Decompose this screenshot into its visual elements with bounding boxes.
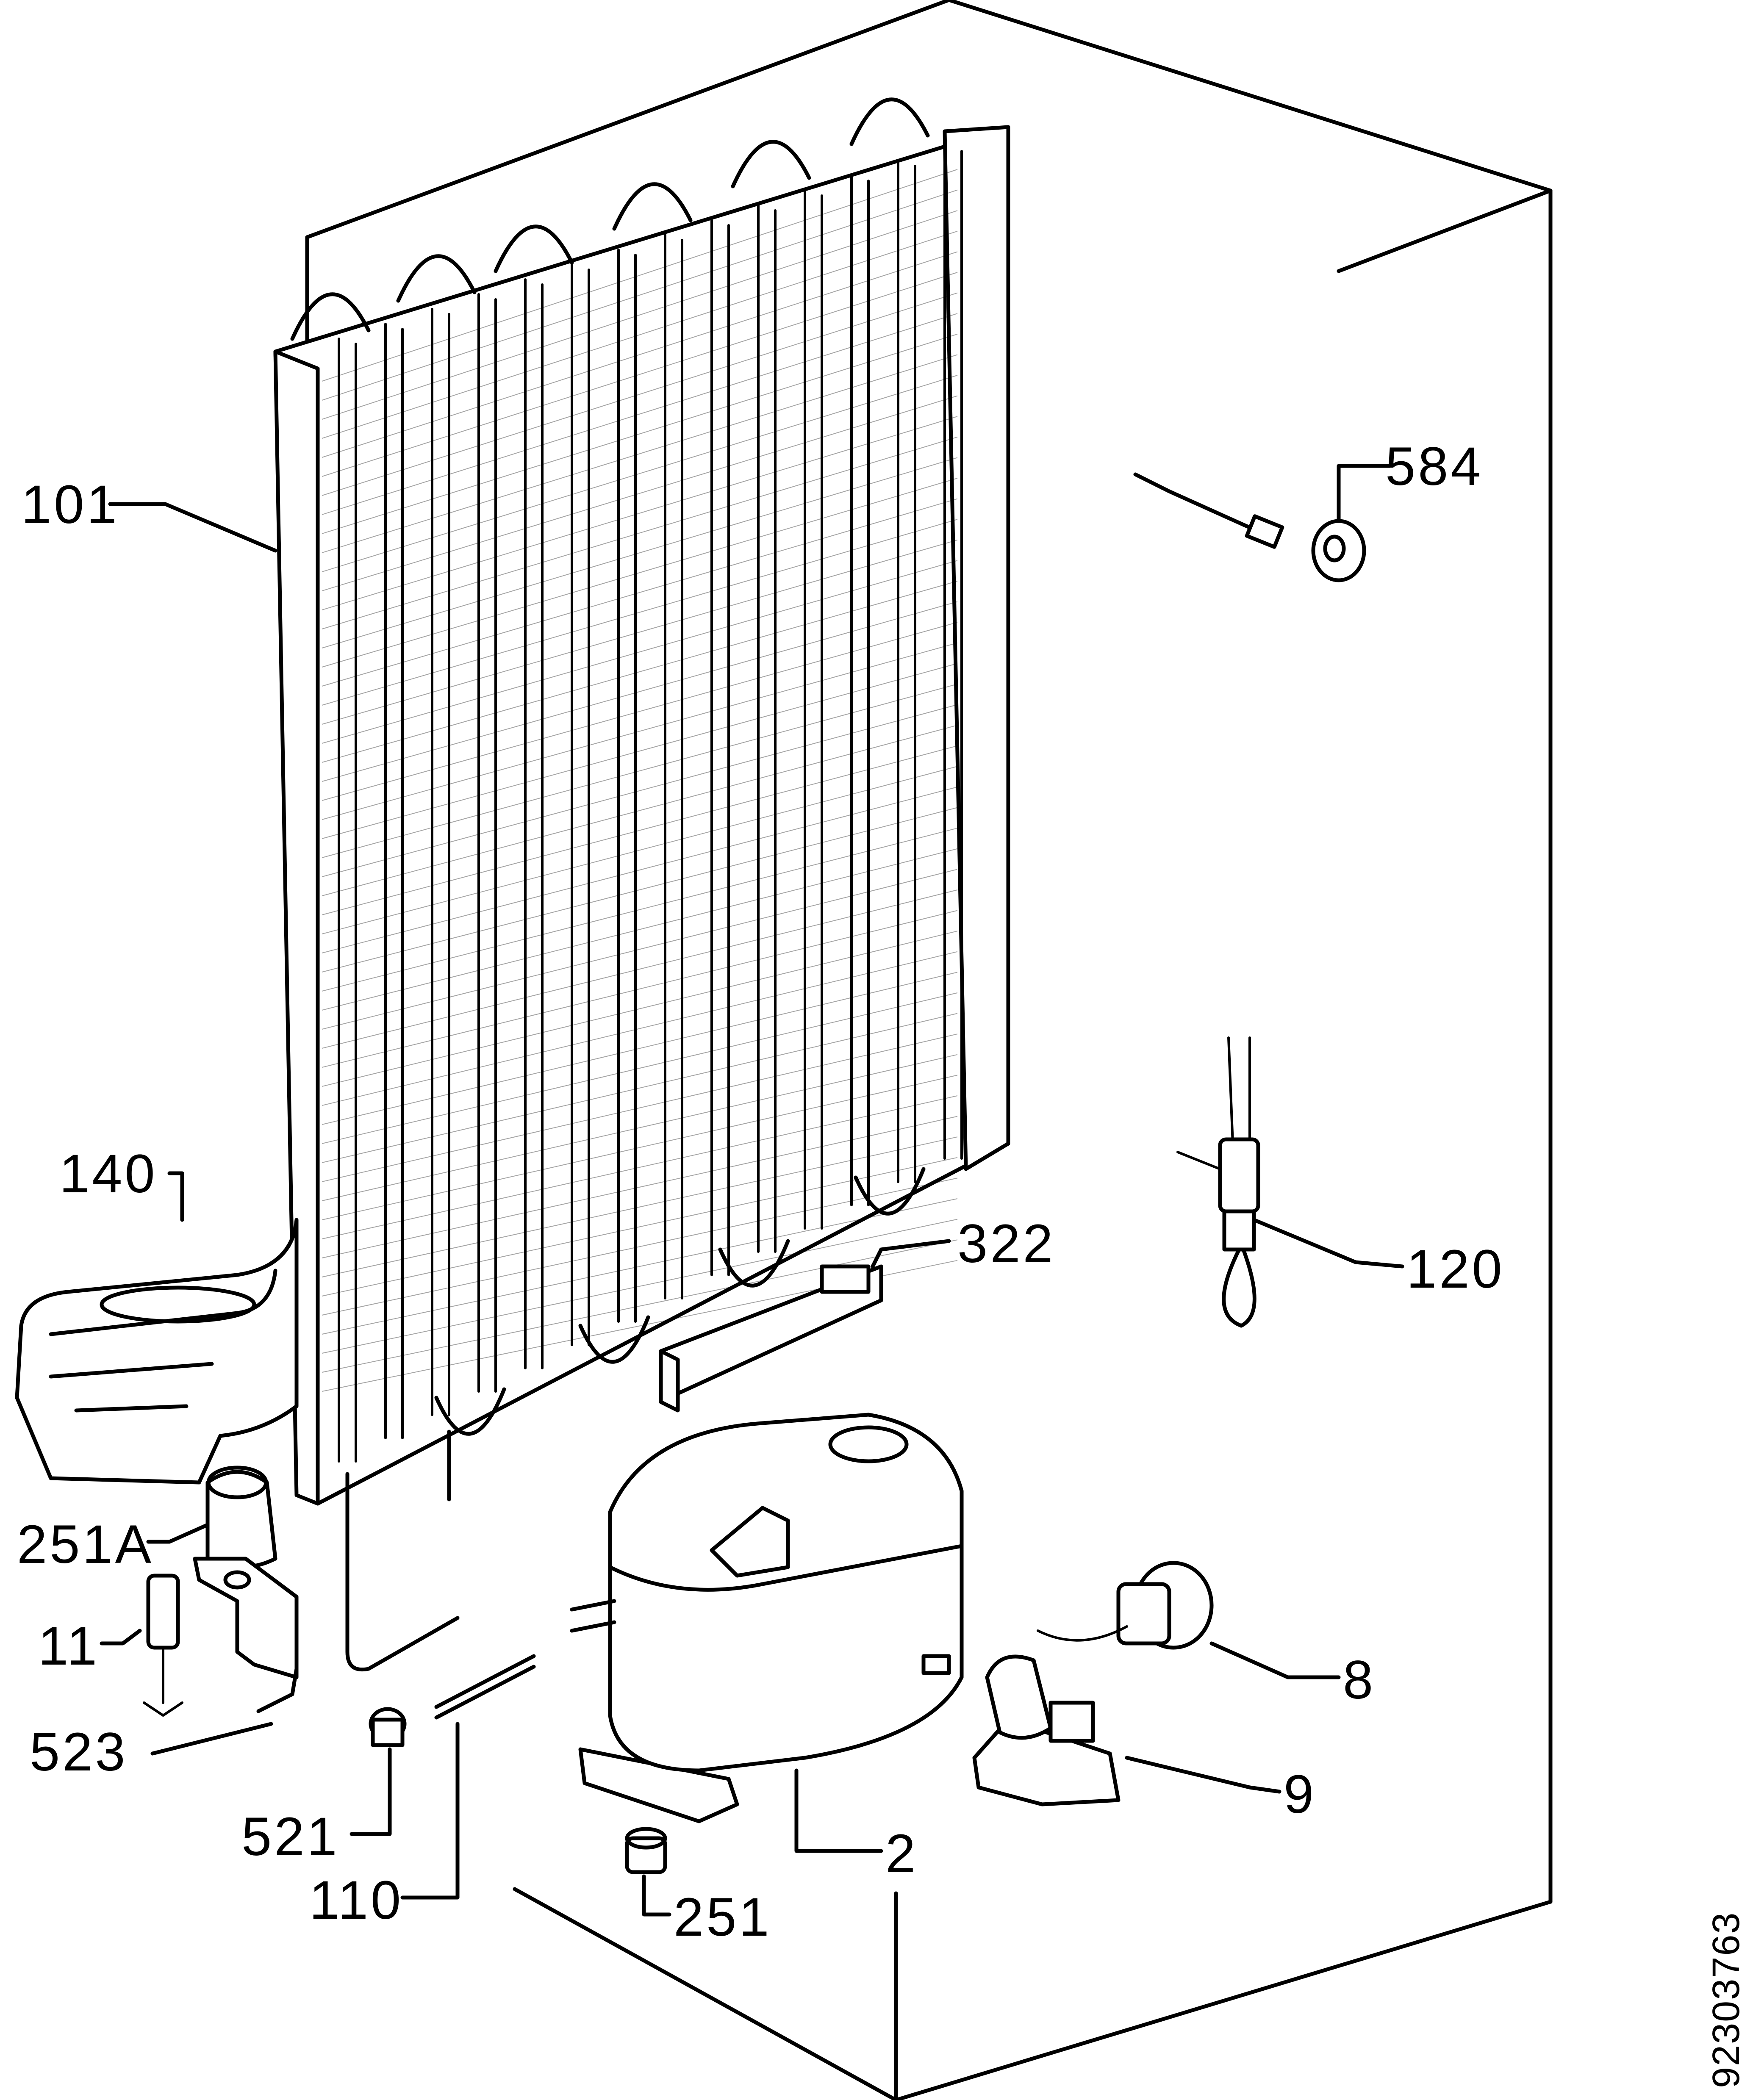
- callout-251A: 251A: [17, 1514, 154, 1575]
- bracket-523: [193, 1557, 299, 1713]
- figure-code: 92303763: [1705, 1912, 1747, 2088]
- overload-8: [1037, 1561, 1214, 1650]
- callout-11: 11: [38, 1616, 100, 1676]
- grommet-251: [625, 1827, 667, 1874]
- callout-2: 2: [885, 1823, 918, 1884]
- callout-110: 110: [309, 1870, 403, 1931]
- grommet-251A: [205, 1466, 277, 1569]
- sensor-584: [1133, 472, 1366, 582]
- callout-101: 101: [21, 474, 119, 535]
- bracket-322: [659, 1264, 883, 1413]
- callout-8: 8: [1343, 1650, 1376, 1710]
- compressor-2: [570, 1413, 964, 1823]
- callout-523: 523: [30, 1722, 128, 1782]
- callout-584: 584: [1385, 436, 1484, 497]
- callout-322: 322: [957, 1213, 1056, 1274]
- callout-labels: 101 584 140 322 120 251A 11 523 8 9 521 …: [17, 436, 1505, 1948]
- leader-lines: [100, 464, 1404, 1917]
- capillary-120: [1176, 1036, 1260, 1328]
- callout-120: 120: [1406, 1239, 1505, 1299]
- callout-521: 521: [241, 1806, 340, 1867]
- callout-251: 251: [674, 1887, 772, 1948]
- condenser-101: [273, 97, 1010, 1672]
- tube-110: [434, 1654, 536, 1720]
- valve-11: [143, 1574, 183, 1717]
- water-tray-140: [15, 1218, 299, 1485]
- callout-140: 140: [59, 1144, 158, 1204]
- plug-521: [369, 1707, 407, 1747]
- relay-9: [972, 1654, 1121, 1806]
- callout-9: 9: [1284, 1764, 1316, 1825]
